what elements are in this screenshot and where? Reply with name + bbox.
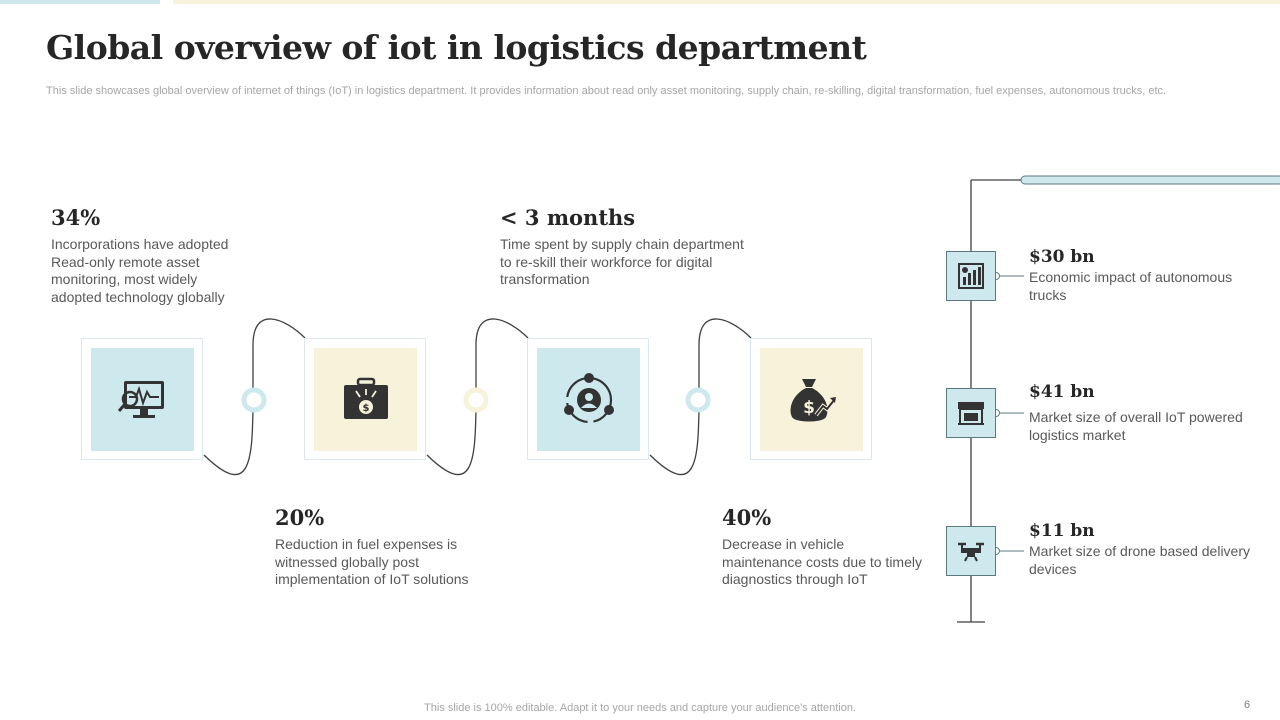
svg-text:$: $ [803,398,815,418]
timeline-description: Market size of drone based delivery devi… [1029,543,1250,577]
wave-node-2 [463,387,489,413]
stat-block-3: < 3 months Time spent by supply chain de… [500,205,745,289]
stat-value: < 3 months [500,205,636,230]
page-number: 6 [1244,699,1251,711]
tile-1 [81,338,203,460]
bar-chart-icon [958,263,984,289]
stat-block-1: 34% Incorporations have adopted Read-onl… [51,205,251,306]
slide-subtitle: This slide showcases global overview of … [46,85,1167,97]
timeline-item-2: $41 bn Market size of overall IoT powere… [1029,382,1264,444]
stat-value: 34% [51,205,101,230]
stat-description: Decrease in vehicle maintenance costs du… [722,536,922,587]
top-accent-bar-right [173,0,1280,4]
timeline-icon-box-1 [946,251,996,301]
tile-3 [527,338,649,460]
stat-value: 40% [722,505,772,530]
stat-description: Time spent by supply chain department to… [500,236,744,287]
stat-block-4: 40% Decrease in vehicle maintenance cost… [722,505,927,589]
timeline-icon-box-3 [946,526,996,576]
footer-note: This slide is 100% editable. Adapt it to… [424,702,856,714]
briefcase-money-icon: $ [343,377,388,419]
svg-text:$: $ [362,403,369,414]
wave-node-1 [241,387,267,413]
tile-2: $ [304,338,426,460]
stat-value: 20% [275,505,325,530]
timeline-description: Market size of overall IoT powered logis… [1029,409,1243,443]
storefront-icon [958,402,984,425]
money-bag-growth-icon: $ [790,378,837,421]
stat-block-2: 20% Reduction in fuel expenses is witnes… [275,505,490,589]
customer-cycle-icon [563,372,614,423]
wave-connector [203,318,752,476]
top-accent-bar-left [0,0,160,4]
slide-title: Global overview of iot in logistics depa… [46,28,867,67]
timeline-description: Economic impact of autonomous trucks [1029,269,1233,303]
timeline-icon-box-2 [946,388,996,438]
timeline-value: $11 bn [1029,521,1095,541]
timeline-item-3: $11 bn Market size of drone based delive… [1029,521,1264,578]
monitor-analytics-icon [117,380,164,418]
tile-4: $ [750,338,872,460]
wave-node-3 [685,387,711,413]
timeline-top-bar [1020,175,1280,185]
drone-icon [958,542,984,562]
stat-description: Reduction in fuel expenses is witnessed … [275,536,469,587]
timeline-value: $41 bn [1029,382,1095,402]
timeline-item-1: $30 bn Economic impact of autonomous tru… [1029,247,1264,304]
timeline-value: $30 bn [1029,247,1095,267]
stat-description: Incorporations have adopted Read-only re… [51,236,229,305]
